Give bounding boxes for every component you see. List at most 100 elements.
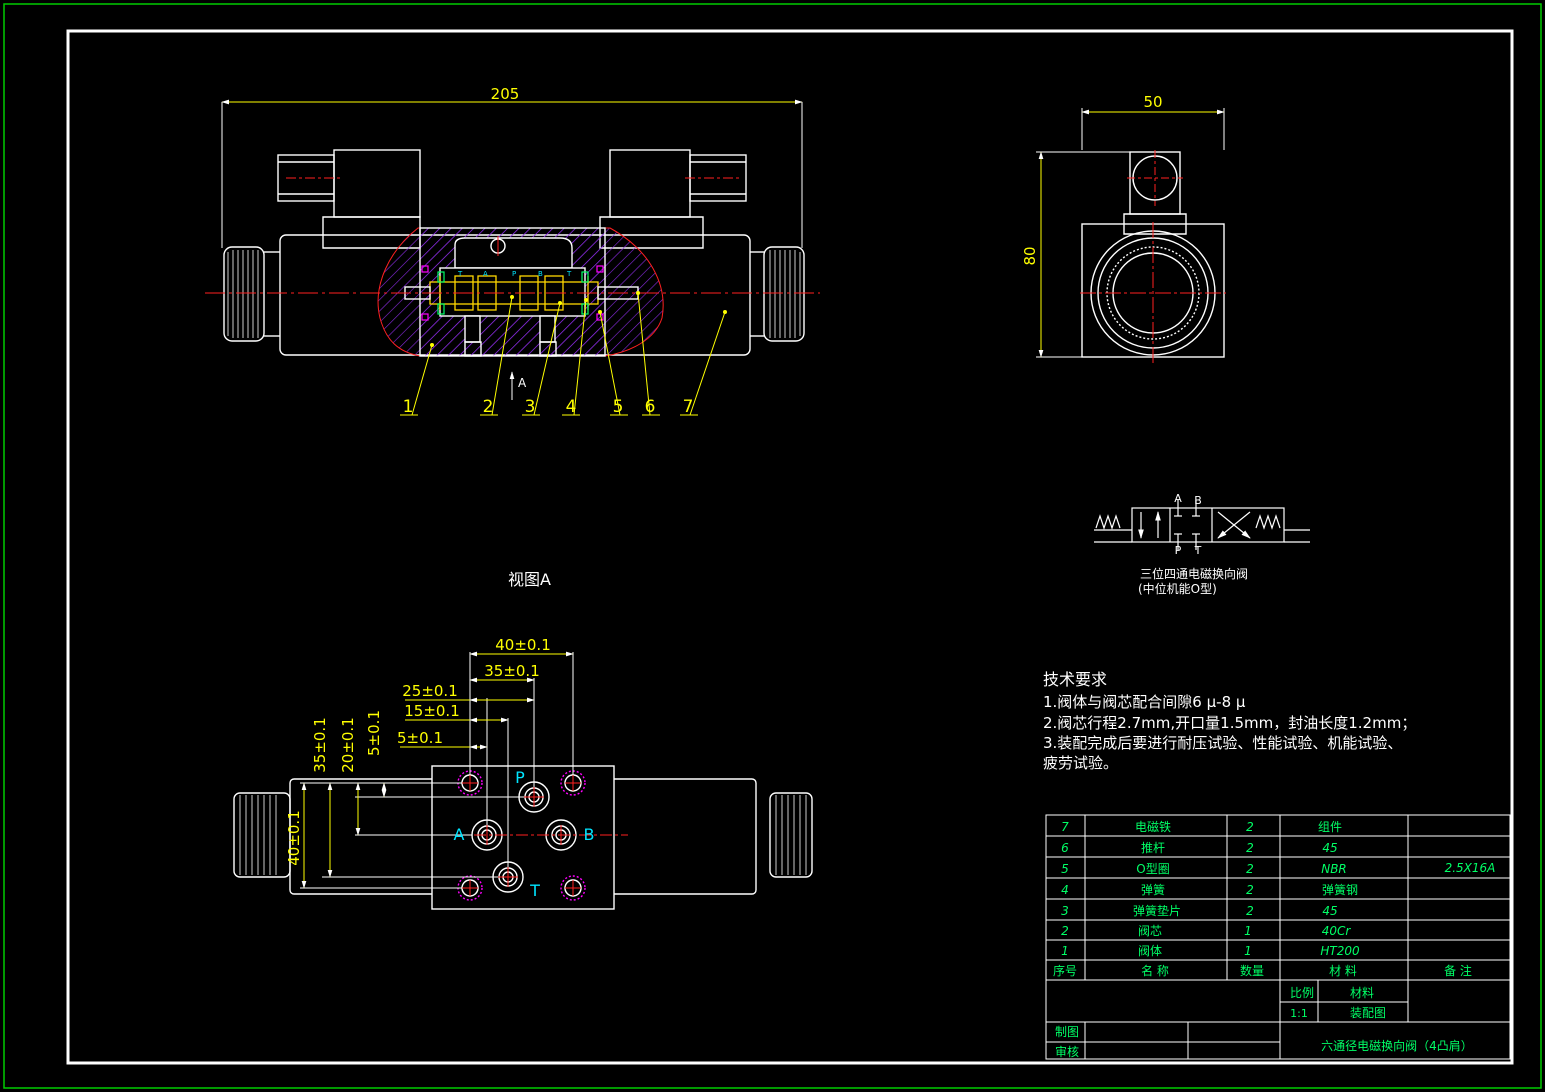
bom-no: 6 — [1061, 841, 1069, 855]
bom-name: 电磁铁 — [1135, 819, 1171, 834]
bom-header-name: 名 称 — [1141, 963, 1169, 978]
bom-mat: NBR — [1321, 862, 1347, 876]
leader-7: 7 — [683, 397, 694, 417]
tech-line-2: 2.阀芯行程2.7mm,开口量1.5mm，封油长度1.2mm； — [1043, 714, 1416, 732]
tech-requirements: 技术要求 1.阀体与阀芯配合间隙6 μ-8 μ 2.阀芯行程2.7mm,开口量1… — [1043, 670, 1416, 772]
scale-value: 1:1 — [1290, 1007, 1308, 1020]
tech-heading: 技术要求 — [1043, 670, 1107, 689]
dim-h-15: 15±0.1 — [404, 702, 460, 720]
outer-frame — [3, 3, 1542, 1089]
port-p: P — [515, 768, 525, 787]
drawing-type: 装配图 — [1350, 1006, 1386, 1020]
symbol-port-b: B — [1194, 494, 1202, 507]
leader-1: 1 — [403, 397, 414, 417]
bom-qty: 2 — [1246, 904, 1254, 918]
inner-frame — [66, 29, 1514, 1065]
dim-side-height: 80 — [1021, 246, 1039, 265]
side-view — [1036, 108, 1226, 364]
bom-row: 5 O型圈 2 NBR 2.5X16A — [1061, 861, 1495, 876]
dim-v-40: 40±0.1 — [285, 810, 303, 866]
bom-qty: 2 — [1246, 883, 1254, 897]
dim-h-40: 40±0.1 — [495, 636, 551, 654]
bom-qty: 2 — [1246, 841, 1254, 855]
dim-v-35: 35±0.1 — [311, 717, 329, 773]
bom-mat: 弹簧钢 — [1322, 882, 1358, 897]
svg-text:T: T — [566, 270, 572, 278]
leader-4: 4 — [566, 397, 577, 417]
checked-by: 审核 — [1055, 1044, 1079, 1059]
title-block: 比例 材料 1:1 装配图 制图 审核 六通径电磁换向阀（4凸肩） — [1055, 986, 1473, 1059]
svg-text:A: A — [483, 270, 488, 278]
dim-h-25: 25±0.1 — [402, 682, 458, 700]
bom-qty: 1 — [1244, 924, 1252, 938]
bom-header-qty: 数量 — [1240, 963, 1264, 978]
svg-text:T: T — [457, 270, 463, 278]
bom-mat: 组件 — [1318, 820, 1342, 834]
bom-mat: 40Cr — [1322, 924, 1352, 938]
bom-row: 1 阀体 1 HT200 — [1061, 944, 1360, 958]
bom-no: 3 — [1061, 904, 1069, 918]
tech-line-4: 疲劳试验。 — [1043, 754, 1118, 772]
bom-table: 7 电磁铁 2 组件 6 推杆 2 45 5 O型圈 2 NBR 2.5X16A… — [1053, 819, 1495, 978]
bom-mat: 45 — [1322, 841, 1337, 855]
dim-v-5: 5±0.1 — [365, 710, 383, 756]
bom-row: 3 弹簧垫片 2 45 — [1061, 903, 1337, 918]
bom-qty: 2 — [1246, 862, 1254, 876]
symbol-port-p: P — [1175, 544, 1182, 557]
bom-name: 阀芯 — [1138, 924, 1162, 938]
bom-mat: HT200 — [1320, 944, 1360, 958]
svg-text:B: B — [538, 270, 543, 278]
svg-text:P: P — [512, 270, 516, 278]
dim-h-35: 35±0.1 — [484, 662, 540, 680]
view-arrow-label: A — [518, 376, 527, 390]
symbol-caption-2: (中位机能O型) — [1138, 581, 1217, 596]
bom-qty: 2 — [1246, 820, 1254, 834]
drawn-by: 制图 — [1055, 1025, 1079, 1039]
dim-h-5: 5±0.1 — [397, 729, 443, 747]
bom-row: 2 阀芯 1 40Cr — [1061, 924, 1351, 938]
tech-line-3: 3.装配完成后要进行耐压试验、性能试验、机能试验、 — [1043, 734, 1402, 752]
material-label: 材料 — [1350, 986, 1374, 1000]
front-view: T A P B T — [205, 99, 820, 416]
bom-name: 阀体 — [1138, 944, 1162, 958]
tech-line-1: 1.阀体与阀芯配合间隙6 μ-8 μ — [1043, 693, 1246, 711]
bom-header-note: 备 注 — [1444, 963, 1472, 978]
bom-name: O型圈 — [1136, 862, 1169, 876]
bom-row: 6 推杆 2 45 — [1061, 841, 1337, 855]
bom-note: 2.5X16A — [1445, 861, 1496, 875]
dim-side-width: 50 — [1143, 93, 1162, 111]
bom-table-grid — [1045, 814, 1511, 1060]
drawing-title: 六通径电磁换向阀（4凸肩） — [1321, 1038, 1473, 1053]
scale-label: 比例 — [1290, 986, 1314, 1000]
bom-row: 4 弹簧 2 弹簧钢 — [1061, 882, 1358, 897]
symbol-caption-1: 三位四通电磁换向阀 — [1140, 566, 1248, 581]
bom-name: 弹簧垫片 — [1133, 903, 1181, 918]
bom-no: 7 — [1061, 820, 1069, 834]
bom-qty: 1 — [1244, 944, 1252, 958]
port-t: T — [529, 881, 540, 900]
view-a — [233, 651, 813, 910]
view-a-title: 视图A — [508, 570, 551, 589]
port-b: B — [584, 825, 595, 844]
symbol-port-t: T — [1194, 544, 1202, 557]
bom-header: 序号 名 称 数量 材 料 备 注 — [1053, 963, 1472, 978]
bom-no: 2 — [1061, 924, 1069, 938]
bom-header-mat: 材 料 — [1329, 964, 1357, 978]
bom-row: 7 电磁铁 2 组件 — [1061, 819, 1342, 834]
bom-no: 1 — [1061, 944, 1069, 958]
dim-v-20: 20±0.1 — [339, 717, 357, 773]
dim-overall-width: 205 — [491, 85, 520, 103]
port-a: A — [454, 825, 465, 844]
bom-no: 4 — [1061, 883, 1069, 897]
leader-5: 5 — [613, 397, 624, 417]
symbol-port-a: A — [1174, 492, 1182, 505]
bom-header-no: 序号 — [1053, 963, 1077, 978]
bom-name: 推杆 — [1141, 841, 1165, 855]
hydraulic-symbol — [1094, 500, 1310, 550]
bom-mat: 45 — [1322, 904, 1337, 918]
leader-6: 6 — [645, 397, 656, 417]
bom-no: 5 — [1061, 862, 1069, 876]
leader-2: 2 — [483, 397, 494, 417]
